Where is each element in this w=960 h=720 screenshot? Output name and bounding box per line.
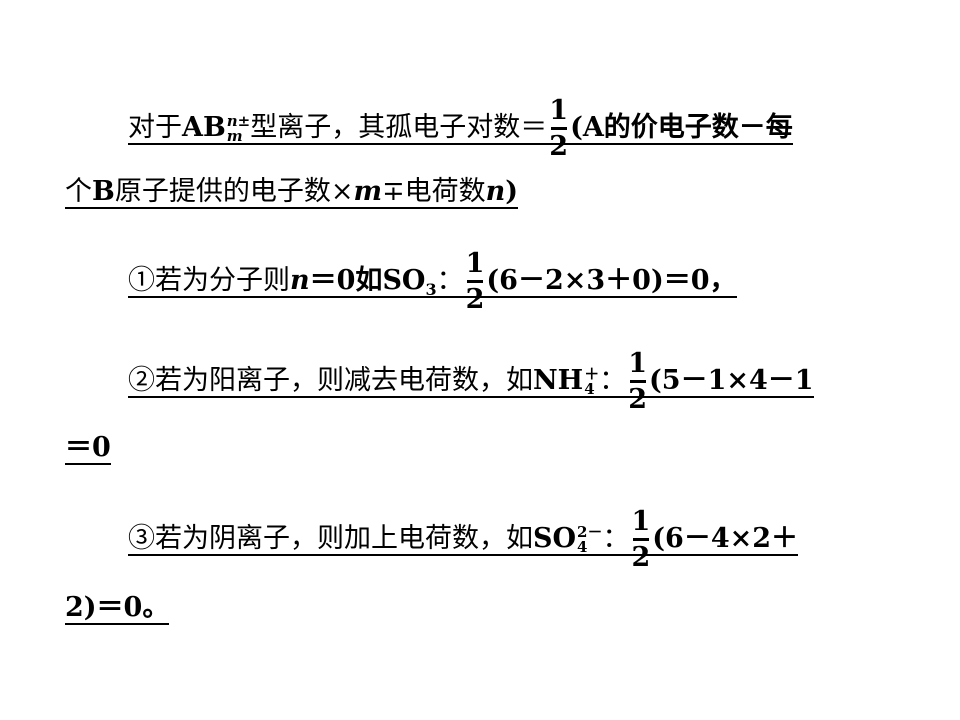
text-molecule-case: ①若为分子则: [128, 265, 290, 296]
text-cation-case: ②若为阳离子，则减去电荷数，如: [128, 365, 533, 396]
formula-so4-scripts: 2－4: [577, 522, 603, 556]
expression-so4: (6－4×2＋: [652, 523, 799, 554]
text-equals-zero: ＝0如: [309, 265, 383, 296]
variable-m: m: [353, 176, 383, 207]
text-colon: ：: [602, 523, 630, 554]
fraction-numerator: 1: [549, 95, 569, 126]
item-anion-continuation: 2)＝0。: [65, 588, 170, 628]
superscript-plus: ＋: [584, 364, 600, 383]
fraction-numerator: 1: [628, 348, 648, 379]
text-close-paren: ): [505, 176, 519, 207]
line-2-underlined: 个B原子提供的电子数×m∓电荷数n): [65, 176, 519, 209]
formula-ab: AB: [182, 112, 226, 143]
fraction-denominator: 2: [549, 131, 569, 162]
formula-nh4-scripts: ＋4: [584, 364, 600, 398]
fraction-denominator: 2: [628, 384, 648, 415]
variable-n: n: [485, 176, 506, 207]
fraction-bar: [550, 127, 567, 130]
fraction-denominator: 2: [631, 542, 651, 573]
fraction-bar: [629, 380, 646, 383]
formula-so: SO: [382, 265, 426, 296]
item-cation-continuation: ＝0: [65, 428, 111, 468]
formula-b: B: [92, 176, 115, 207]
text-minus-plus-charge: ∓电荷数: [382, 176, 486, 207]
paragraph-line-2: 个B原子提供的电子数×m∓电荷数n): [65, 172, 519, 212]
fraction-bar: [467, 280, 483, 283]
subscript-4: 4: [584, 379, 595, 398]
text-duiyu: 对于: [128, 112, 182, 143]
fraction-numerator: 1: [631, 506, 651, 537]
expression-nh4-result: ＝0: [65, 432, 111, 465]
variable-n: n: [290, 265, 310, 296]
text-colon: ：: [436, 265, 464, 296]
fraction-denominator: 2: [465, 284, 485, 315]
text-colon: ：: [599, 365, 627, 396]
expression-so3: (6－2×3＋0)＝0，: [486, 265, 737, 296]
formula-nh: NH: [533, 365, 584, 396]
subscript-m: m: [226, 126, 243, 145]
fraction-numerator: 1: [465, 248, 485, 279]
text-ge: 个: [65, 176, 92, 207]
text-electrons-provided: 原子提供的电子数×: [114, 176, 354, 207]
superscript-2minus: 2－: [577, 522, 603, 541]
expression-so4-result: 2)＝0。: [65, 592, 170, 625]
text-valence-electrons: (A的价电子数－每: [570, 112, 793, 143]
text-anion-case: ③若为阴离子，则加上电荷数，如: [128, 523, 533, 554]
text-type-ion: 型离子，其孤电子对数＝: [250, 112, 548, 143]
fraction-bar: [632, 538, 649, 541]
formula-so: SO: [533, 523, 577, 554]
formula-ab-scripts: n±m: [226, 111, 251, 145]
subscript-3: 3: [425, 280, 437, 299]
superscript-charge: n±: [226, 111, 251, 130]
subscript-4: 4: [577, 537, 588, 556]
expression-nh4: (5－1×4－1: [649, 365, 814, 396]
